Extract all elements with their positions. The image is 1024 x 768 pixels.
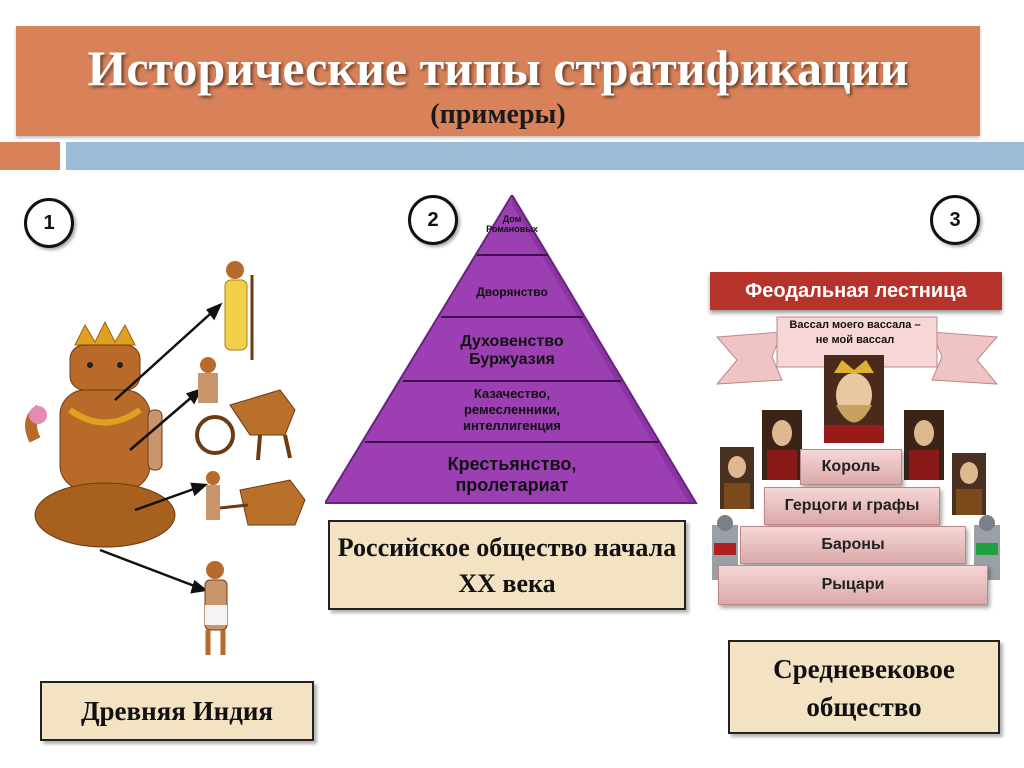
pyramid-level-romanovs: Дом Романовых bbox=[486, 214, 538, 234]
kshatriya-chariot-figure bbox=[195, 357, 296, 461]
section-number-3: 3 bbox=[930, 195, 980, 245]
pyramid-level-nobility: Дворянство bbox=[476, 285, 548, 299]
feudal-step-knights: Рыцари bbox=[718, 565, 988, 605]
duke-portrait-left bbox=[762, 410, 802, 480]
feudal-step-dukes: Герцоги и графы bbox=[764, 487, 940, 525]
pyramid-level-cossacks: Казачество, ремесленники, интеллигенция bbox=[462, 386, 561, 433]
caption-russian-society: Российское общество начала XX века bbox=[328, 520, 686, 610]
king-portrait bbox=[824, 355, 884, 443]
varna-arrows bbox=[99, 302, 223, 594]
feudal-ribbon-text: Вассал моего вассала – не мой вассал bbox=[789, 319, 921, 346]
feudal-step-king: Король bbox=[800, 449, 902, 485]
accent-bar-orange bbox=[0, 142, 60, 170]
accent-bar-blue bbox=[66, 142, 1024, 170]
baron-portrait-right bbox=[952, 453, 986, 515]
section-number-2: 2 bbox=[408, 195, 458, 245]
shudra-figure bbox=[204, 561, 228, 655]
page-title: Исторические типы стратификации bbox=[87, 40, 909, 96]
brahma-figure bbox=[25, 320, 176, 548]
section-number-1: 1 bbox=[24, 198, 74, 248]
india-varna-illustration bbox=[25, 261, 306, 655]
brahmin-figure bbox=[224, 261, 254, 360]
pyramid-level-clergy: Духовенство Буржуазия bbox=[460, 333, 564, 368]
caption-medieval-society: Средневековое общество bbox=[728, 640, 1000, 734]
vaishya-plough-figure bbox=[206, 471, 306, 526]
russia-pyramid bbox=[325, 195, 698, 504]
feudal-ribbon bbox=[715, 316, 999, 385]
page-subtitle: (примеры) bbox=[430, 99, 566, 130]
pyramid-level-peasants: Крестьянство, пролетариат bbox=[447, 454, 577, 495]
title-bar: Исторические типы стратификации (примеры… bbox=[16, 26, 980, 136]
feudal-ladder-banner: Феодальная лестница bbox=[710, 272, 1002, 310]
caption-ancient-india: Древняя Индия bbox=[40, 681, 314, 741]
feudal-portraits bbox=[712, 355, 1000, 580]
feudal-step-barons: Бароны bbox=[740, 526, 966, 564]
baron-portrait-left bbox=[720, 447, 754, 509]
duke-portrait-right bbox=[904, 410, 944, 480]
